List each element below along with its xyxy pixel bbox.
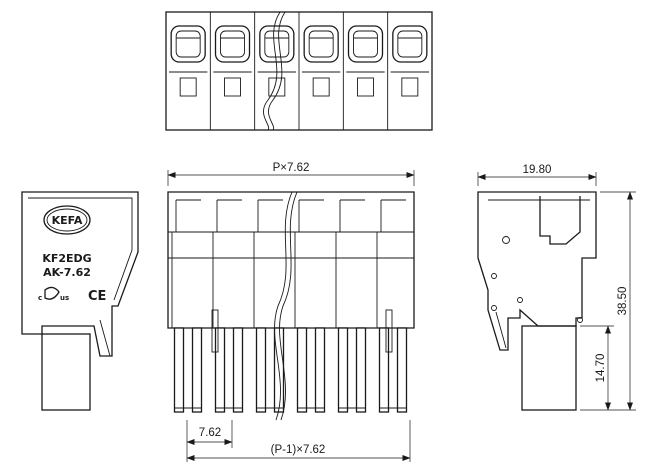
front-body-outline (167, 191, 415, 329)
terminal-wire-entry (224, 77, 241, 97)
terminal-wire-entry (401, 77, 419, 97)
terminal-screw-opening (214, 25, 251, 63)
terminal-screw-inner (220, 30, 245, 58)
terminal-screw-opening (392, 25, 428, 63)
terminal-screw-inner (264, 30, 290, 58)
front-pin-leg (396, 327, 408, 413)
front-pin-leg (214, 327, 226, 413)
front-pin-leg (255, 327, 267, 413)
top-break-line-right (268, 11, 286, 131)
terminal-screw-opening (303, 25, 339, 63)
detail-hole (577, 317, 583, 323)
terminal-wire-entry (312, 77, 330, 97)
kefa-logo-oval (43, 205, 91, 235)
ce-mark: CE (88, 289, 106, 304)
pin-length-dimension-label: 14.70 (595, 354, 607, 383)
detail-hole (491, 305, 497, 311)
right-body-outline (477, 191, 597, 351)
top-view-terminals (169, 12, 429, 130)
pitch-series-label: AK-7.62 (43, 266, 91, 279)
right-top-cutout (539, 196, 581, 245)
span-dimension-label: (P-1)×7.62 (271, 444, 326, 456)
front-pin-leg (378, 327, 390, 413)
front-cell-notch (257, 199, 283, 232)
length-dimension-label: P×7.62 (273, 162, 310, 174)
svg-text:us: us (60, 294, 69, 302)
side-view-left: KEFA KF2EDG AK-7.62 c us CE (21, 191, 139, 411)
terminal-screw-inner (397, 30, 423, 58)
front-view-notches (171, 199, 406, 328)
side-latch-edge (99, 319, 111, 357)
front-pin-leg (355, 327, 367, 413)
terminal-wire-entry (357, 77, 374, 97)
front-break-line-left (274, 191, 293, 421)
front-cell-notch (380, 199, 406, 232)
top-view (165, 11, 433, 131)
front-cell-notch (298, 199, 324, 232)
front-cell-notch (175, 199, 201, 232)
front-pin-leg (173, 327, 185, 413)
front-view-pins (173, 327, 408, 413)
terminal-screw-inner (308, 30, 334, 58)
terminal-screw-opening (170, 25, 206, 63)
terminal-screw-opening (347, 25, 384, 63)
side-pin-body (41, 333, 91, 411)
side-view-right: 19.80 38.50 14.70 (477, 164, 636, 411)
front-pin-leg (296, 327, 308, 413)
model-label: KF2EDG (42, 252, 91, 265)
mounting-hole (502, 236, 510, 244)
terminal-screw-inner (353, 30, 378, 58)
kefa-logo-oval-inner (46, 208, 88, 232)
front-latch-post-left (211, 309, 219, 353)
ur-certification-mark: c us (38, 286, 69, 302)
svg-text:c: c (38, 294, 42, 302)
side-body-outline (21, 191, 139, 357)
front-pin-leg (191, 327, 203, 413)
front-view: P×7.62 7.62 (P-1)×7.62 (167, 162, 415, 462)
front-pin-leg (337, 327, 349, 413)
detail-hole (517, 297, 523, 303)
front-cell-notch (216, 199, 242, 232)
front-cell-notch (339, 199, 365, 232)
terminal-wire-entry (179, 77, 197, 97)
top-break-line-left (263, 11, 281, 131)
right-pin-body (521, 325, 577, 411)
pitch-dimension-label: 7.62 (199, 427, 221, 439)
height-dimension-label: 38.50 (617, 287, 629, 316)
front-latch-post-right (385, 309, 393, 353)
front-pin-leg (232, 327, 244, 413)
terminal-screw-opening (259, 25, 295, 63)
front-pin-leg (314, 327, 326, 413)
terminal-screw-inner (175, 30, 201, 58)
brand-logo-text: KEFA (52, 214, 83, 227)
width-dimension-label: 19.80 (523, 164, 552, 176)
detail-hole (491, 273, 497, 279)
side-body-inner-edge (28, 197, 133, 301)
front-break-line-right (279, 191, 298, 421)
